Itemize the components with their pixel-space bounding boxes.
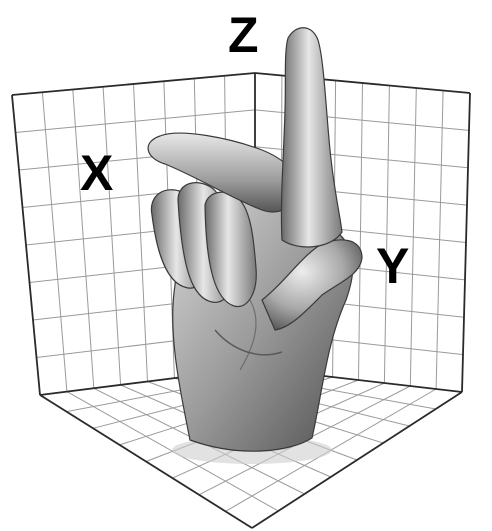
axis-label-y: Y bbox=[376, 238, 409, 294]
middle-finger-z bbox=[281, 28, 342, 247]
grid-edge bbox=[12, 95, 40, 395]
axis-label-z: Z bbox=[228, 7, 259, 63]
axis-label-x: X bbox=[80, 145, 113, 201]
